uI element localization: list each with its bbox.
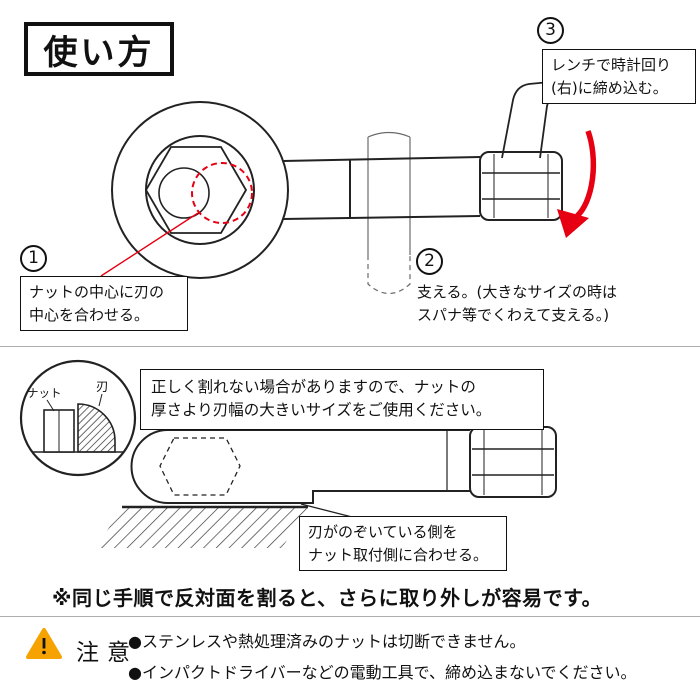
step-3-badge: 3: [537, 17, 564, 44]
blade-side-note: 刃がのぞいている側を ナット取付側に合わせる。: [299, 516, 507, 571]
caution-item: ●インパクトドライバーなどの電動工具で、締め込まないでください。: [128, 663, 637, 683]
adjusting-nut: [479, 151, 563, 221]
caution-item: ●ステンレスや熱処理済みのナットは切断できません。: [128, 632, 526, 651]
step1-leader-line: [100, 212, 199, 277]
mounting-surface-hatch: [96, 505, 308, 548]
warning-triangle-icon: [25, 627, 63, 661]
nut-label: ナット: [27, 386, 62, 400]
adjusting-nut-side: [469, 426, 557, 498]
step-1-badge: 1: [20, 245, 47, 272]
section-divider-bottom: [0, 616, 700, 617]
blade-center-annotation: [100, 162, 253, 277]
blade-width-detail: ナット 刃: [19, 359, 137, 477]
caution-heading: 注意: [76, 640, 138, 666]
section-divider-top: [0, 346, 700, 347]
phantom-handle-outline: [367, 131, 411, 295]
blade-size-note: 正しく割れない場合がありますので、ナットの 厚さより刃幅の大きいサイズをご使用く…: [140, 369, 544, 430]
step-1-note: ナットの中心に刃の 中心を合わせる。: [20, 276, 188, 331]
step-3-note: レンチで時計回り (右)に締め込む。: [542, 49, 696, 104]
blade-note-leader-line: [300, 503, 353, 518]
page-title: 使い方: [24, 22, 174, 76]
caution-list: ●ステンレスや熱処理済みのナットは切断できません。 ●インパクトドライバーなどの…: [128, 626, 637, 688]
reverse-side-tip: ※同じ手順で反対面を割ると、さらに取り外しが容易です。: [52, 586, 603, 610]
rotation-arrow: [557, 130, 597, 238]
rotation-arrowhead: [557, 209, 589, 238]
nut-splitter-side-view: [130, 426, 557, 504]
nut-splitter-top-view: [111, 101, 563, 279]
detail-blade-shape: [77, 403, 116, 453]
nut-hexagon: [144, 146, 248, 234]
step-2-badge: 2: [416, 248, 443, 275]
step-2-note: 支える。(大きなサイズの時は スパナ等でくわえて支える。): [417, 283, 617, 324]
blade-label: 刃: [96, 379, 109, 394]
hidden-nut-hexagon: [159, 437, 241, 496]
bolt-hole-circle: [158, 167, 210, 219]
